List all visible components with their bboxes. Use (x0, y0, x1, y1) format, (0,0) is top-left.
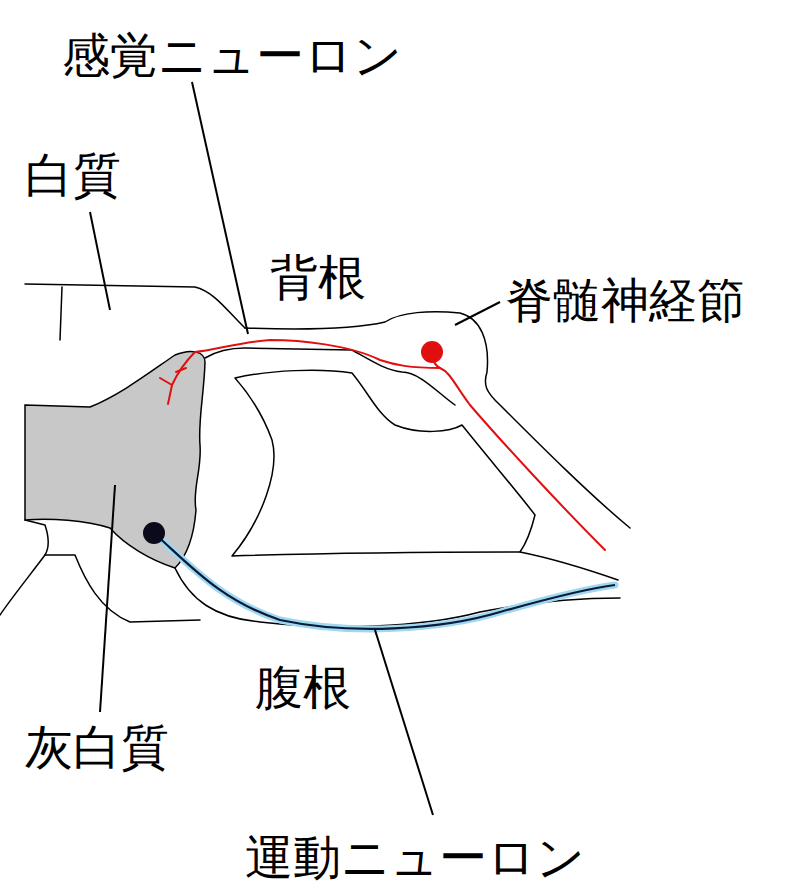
leader-line (455, 302, 500, 325)
white-matter-outline (25, 284, 245, 328)
leader-line (192, 82, 248, 334)
part-label: 脊髄神経節 (505, 275, 745, 325)
motor-axon-shadow (155, 534, 615, 629)
part-label: 腹根 (255, 662, 351, 712)
leader-line (375, 630, 433, 815)
part-label: 灰白質 (25, 722, 169, 772)
motor-cell-body (143, 522, 165, 544)
spinal-cord-outline (0, 555, 45, 615)
part-label: 運動ニューロン (245, 832, 585, 882)
grey-matter (25, 351, 205, 568)
part-label: 白質 (25, 150, 121, 200)
sensory-branch (160, 368, 186, 404)
motor-axon (155, 534, 615, 629)
sensory-axon (172, 340, 605, 550)
dorsal-root-outline (245, 312, 630, 528)
part-label: 感覚ニューロン (62, 30, 402, 80)
root-gap-outline (232, 370, 535, 556)
white-matter-line (60, 287, 62, 340)
leader-line (90, 212, 110, 310)
leader-line (100, 485, 115, 712)
dorsal-root-outline (205, 348, 455, 405)
sensory-cell-body (421, 341, 443, 363)
part-label: 背根 (270, 252, 366, 302)
ventral-root-outline (520, 552, 618, 580)
